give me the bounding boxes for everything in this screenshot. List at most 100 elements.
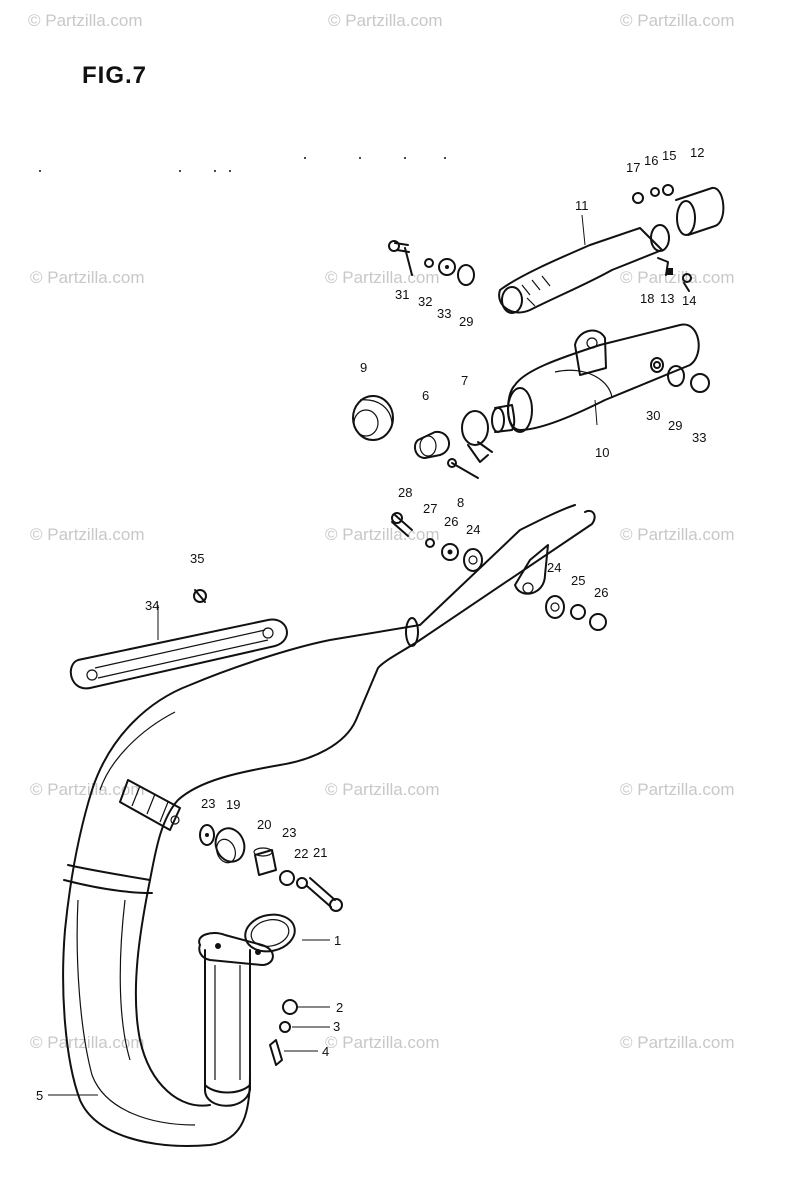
bolt-part-28 <box>391 512 413 537</box>
callout-2: 2 <box>336 1000 343 1015</box>
callout-33: 33 <box>692 430 706 445</box>
callout-21: 21 <box>313 845 327 860</box>
callout-32: 32 <box>418 294 432 309</box>
callout-26: 26 <box>444 514 458 529</box>
callout-35: 35 <box>190 551 204 566</box>
callout-16: 16 <box>644 153 658 168</box>
bush-part-30 <box>653 361 661 369</box>
clamp-part-7 <box>461 410 493 463</box>
bolt-part-21 <box>306 877 343 912</box>
scan-specks <box>39 157 446 172</box>
stud-part-4 <box>269 1039 283 1066</box>
callout-17: 17 <box>626 160 640 175</box>
washer-part-16 <box>650 187 660 197</box>
callout-26: 26 <box>594 585 608 600</box>
callout-15: 15 <box>662 148 676 163</box>
callout-18: 18 <box>640 291 654 306</box>
seal-part-9 <box>352 395 394 441</box>
callout-23: 23 <box>282 825 296 840</box>
watermark: © Partzilla.com <box>28 11 143 30</box>
washer-part-3 <box>279 1021 291 1033</box>
watermark: © Partzilla.com <box>325 780 440 799</box>
callout-23: 23 <box>201 796 215 811</box>
callout-27: 27 <box>423 501 437 516</box>
collar-part-20 <box>253 847 277 876</box>
watermark: © Partzilla.com <box>30 1033 145 1052</box>
watermark: © Partzilla.com <box>30 525 145 544</box>
callout-31: 31 <box>395 287 409 302</box>
watermark: © Partzilla.com <box>328 11 443 30</box>
washer-part-23 <box>279 870 295 886</box>
callout-29: 29 <box>459 314 473 329</box>
damper-part-24 <box>545 595 565 619</box>
washer-part-33 <box>438 258 456 276</box>
watermark: © Partzilla.com <box>620 11 735 30</box>
joint-part-6 <box>413 430 450 459</box>
callout-11: 11 <box>575 198 589 213</box>
collar-part-25 <box>570 604 586 620</box>
callout-19: 19 <box>226 797 240 812</box>
watermark: © Partzilla.com <box>620 1033 735 1052</box>
callout-28: 28 <box>398 485 412 500</box>
watermark: © Partzilla.com <box>620 780 735 799</box>
silencer-part-10 <box>491 323 700 433</box>
damper-part-29 <box>667 365 685 387</box>
watermark: © Partzilla.com <box>620 525 735 544</box>
watermark: © Partzilla.com <box>30 268 145 287</box>
bolt-part-31 <box>388 240 413 276</box>
washer-part-26 <box>441 543 459 561</box>
callout-10: 10 <box>595 445 609 460</box>
callout-12: 12 <box>690 145 704 160</box>
callout-labels: 1 2 3 4 5 6 7 8 9 10 11 12 13 14 15 16 1… <box>36 145 706 1103</box>
watermark-layer: © Partzilla.com © Partzilla.com © Partzi… <box>28 11 735 1052</box>
washer-part-27 <box>425 538 435 548</box>
callout-4: 4 <box>322 1044 329 1059</box>
watermark: © Partzilla.com <box>620 268 735 287</box>
washer-part-26 <box>589 613 607 631</box>
callout-22: 22 <box>294 846 308 861</box>
callout-3: 3 <box>333 1019 340 1034</box>
callout-9: 9 <box>360 360 367 375</box>
damper-part-24 <box>463 548 483 572</box>
damper-part-29 <box>457 264 475 286</box>
watermark: © Partzilla.com <box>325 1033 440 1052</box>
watermark: © Partzilla.com <box>325 268 440 287</box>
bolt-part-8 <box>447 458 479 479</box>
callout-30: 30 <box>646 408 660 423</box>
watermark: © Partzilla.com <box>30 780 145 799</box>
watermark: © Partzilla.com <box>325 525 440 544</box>
washer-part-32 <box>424 258 434 268</box>
washer-part-33 <box>690 373 710 393</box>
gasket-part-1 <box>244 913 296 953</box>
callout-6: 6 <box>422 388 429 403</box>
grommet-part-19 <box>214 827 246 864</box>
callout-24: 24 <box>466 522 480 537</box>
nut-part-13 <box>666 268 673 275</box>
callout-20: 20 <box>257 817 271 832</box>
leader-lines <box>48 214 598 1096</box>
callout-24: 24 <box>547 560 561 575</box>
washer-part-15 <box>662 184 674 196</box>
bolt-part-17 <box>632 192 644 204</box>
callout-7: 7 <box>461 373 468 388</box>
heat-guard-part-34 <box>69 618 288 690</box>
callout-25: 25 <box>571 573 585 588</box>
callout-8: 8 <box>457 495 464 510</box>
end-cap-part-12 <box>675 187 725 236</box>
callout-1: 1 <box>334 933 341 948</box>
callout-33: 33 <box>437 306 451 321</box>
callout-13: 13 <box>660 291 674 306</box>
screw-part-14 <box>682 273 692 292</box>
callout-5: 5 <box>36 1088 43 1103</box>
callout-14: 14 <box>682 293 696 308</box>
tail-pipe-part-11 <box>498 224 670 314</box>
callout-29: 29 <box>668 418 682 433</box>
callout-34: 34 <box>145 598 159 613</box>
nut-part-2 <box>282 999 298 1015</box>
washer-part-22 <box>296 877 308 889</box>
exhaust-pipe-part-5 <box>62 504 596 1147</box>
washer-part-23 <box>199 824 215 846</box>
figure-title: FIG.7 <box>82 62 148 89</box>
